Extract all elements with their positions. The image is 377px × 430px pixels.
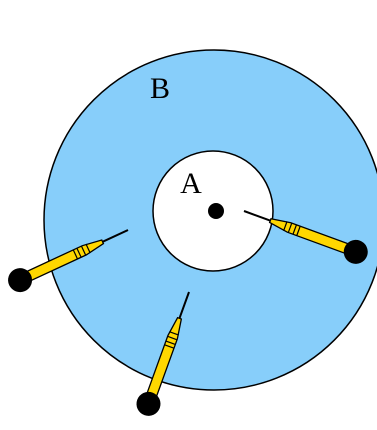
probe-left-handle	[8, 268, 33, 293]
center-dot	[208, 203, 224, 219]
probe-bottom-handle	[136, 391, 161, 416]
label-b: B	[150, 72, 170, 105]
probe-right	[243, 210, 368, 264]
probe-bottom	[136, 291, 190, 416]
probe-right-handle	[343, 239, 368, 264]
label-a: A	[180, 167, 202, 200]
probe-left	[8, 229, 129, 293]
